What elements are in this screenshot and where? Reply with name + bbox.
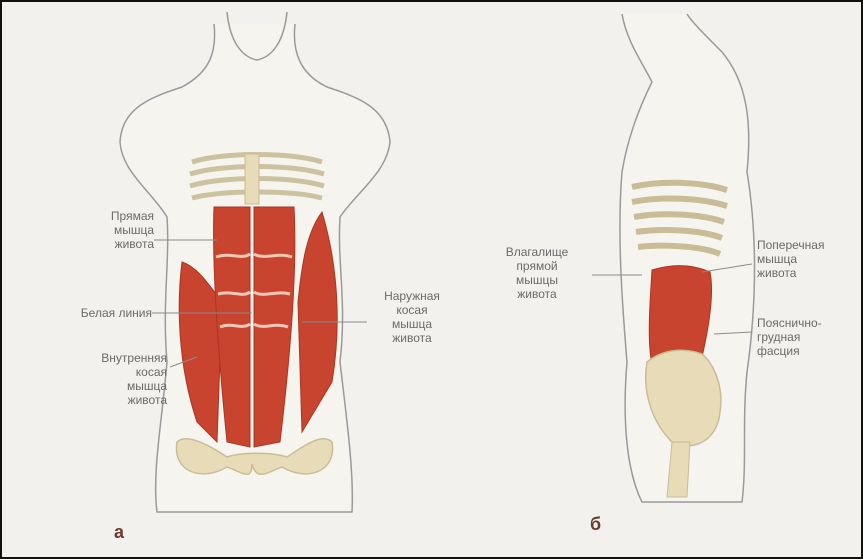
label-external-oblique: Наружная косая мышца живота (362, 289, 462, 345)
panel-letter-a: а (114, 522, 124, 543)
label-rectus-abdominis: Прямая мышца живота (72, 209, 154, 251)
label-internal-oblique: Внутренняя косая мышца живота (52, 351, 167, 407)
panel-letter-b: б (590, 514, 601, 535)
side-torso-illustration (592, 14, 755, 502)
label-rectus-sheath: Влагалище прямой мышцы живота (487, 245, 587, 301)
front-torso-illustration (120, 12, 390, 512)
label-thoracolumbar-fascia: Пояснично- грудная фасция (757, 316, 857, 358)
label-transversus: Поперечная мышца живота (757, 238, 862, 280)
label-linea-alba: Белая линия (42, 306, 152, 320)
